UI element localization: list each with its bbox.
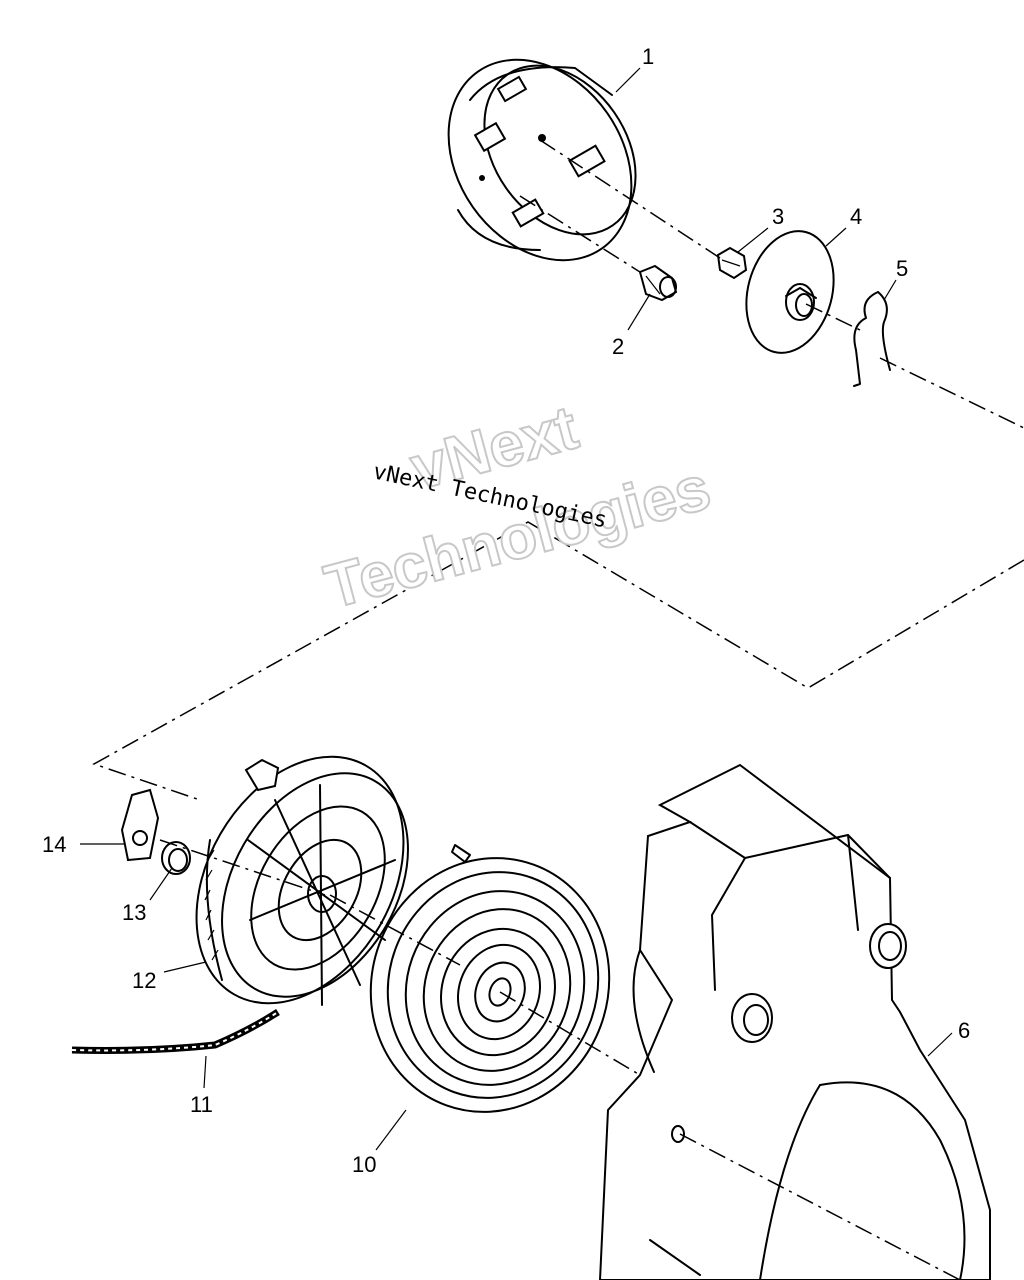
part-13-pawl-spring [161, 841, 191, 875]
part-14-pawl [120, 788, 160, 862]
callout-3: 3 [772, 204, 784, 229]
callout-2: 2 [612, 334, 624, 359]
callout-1: 1 [642, 44, 654, 69]
callout-5: 5 [896, 256, 908, 281]
callout-12: 12 [132, 968, 156, 993]
part-5-clip [853, 291, 891, 387]
part-1-starter-cup [447, 58, 637, 262]
part-12-rope-reel [195, 755, 409, 1006]
callout-11: 11 [190, 1092, 213, 1117]
watermark: vNext Technologies vNext Technologies [317, 392, 718, 623]
part-10-recoil-spring [369, 844, 611, 1113]
part-3-nut [716, 246, 748, 280]
callout-6: 6 [958, 1018, 970, 1043]
part-11-starter-rope [71, 1009, 280, 1054]
callout-labels: 1 2 3 4 5 6 10 11 12 13 14 [42, 44, 970, 1177]
leader-lines [80, 67, 953, 1151]
callout-4: 4 [850, 204, 862, 229]
callout-14: 14 [42, 832, 66, 857]
callout-10: 10 [352, 1152, 376, 1177]
part-6-recoil-housing [598, 763, 991, 1280]
part-4-ratchet-plate [745, 230, 835, 354]
part-2-nut [638, 264, 678, 302]
assembly-centerlines [92, 139, 1024, 1280]
callout-13: 13 [122, 900, 146, 925]
